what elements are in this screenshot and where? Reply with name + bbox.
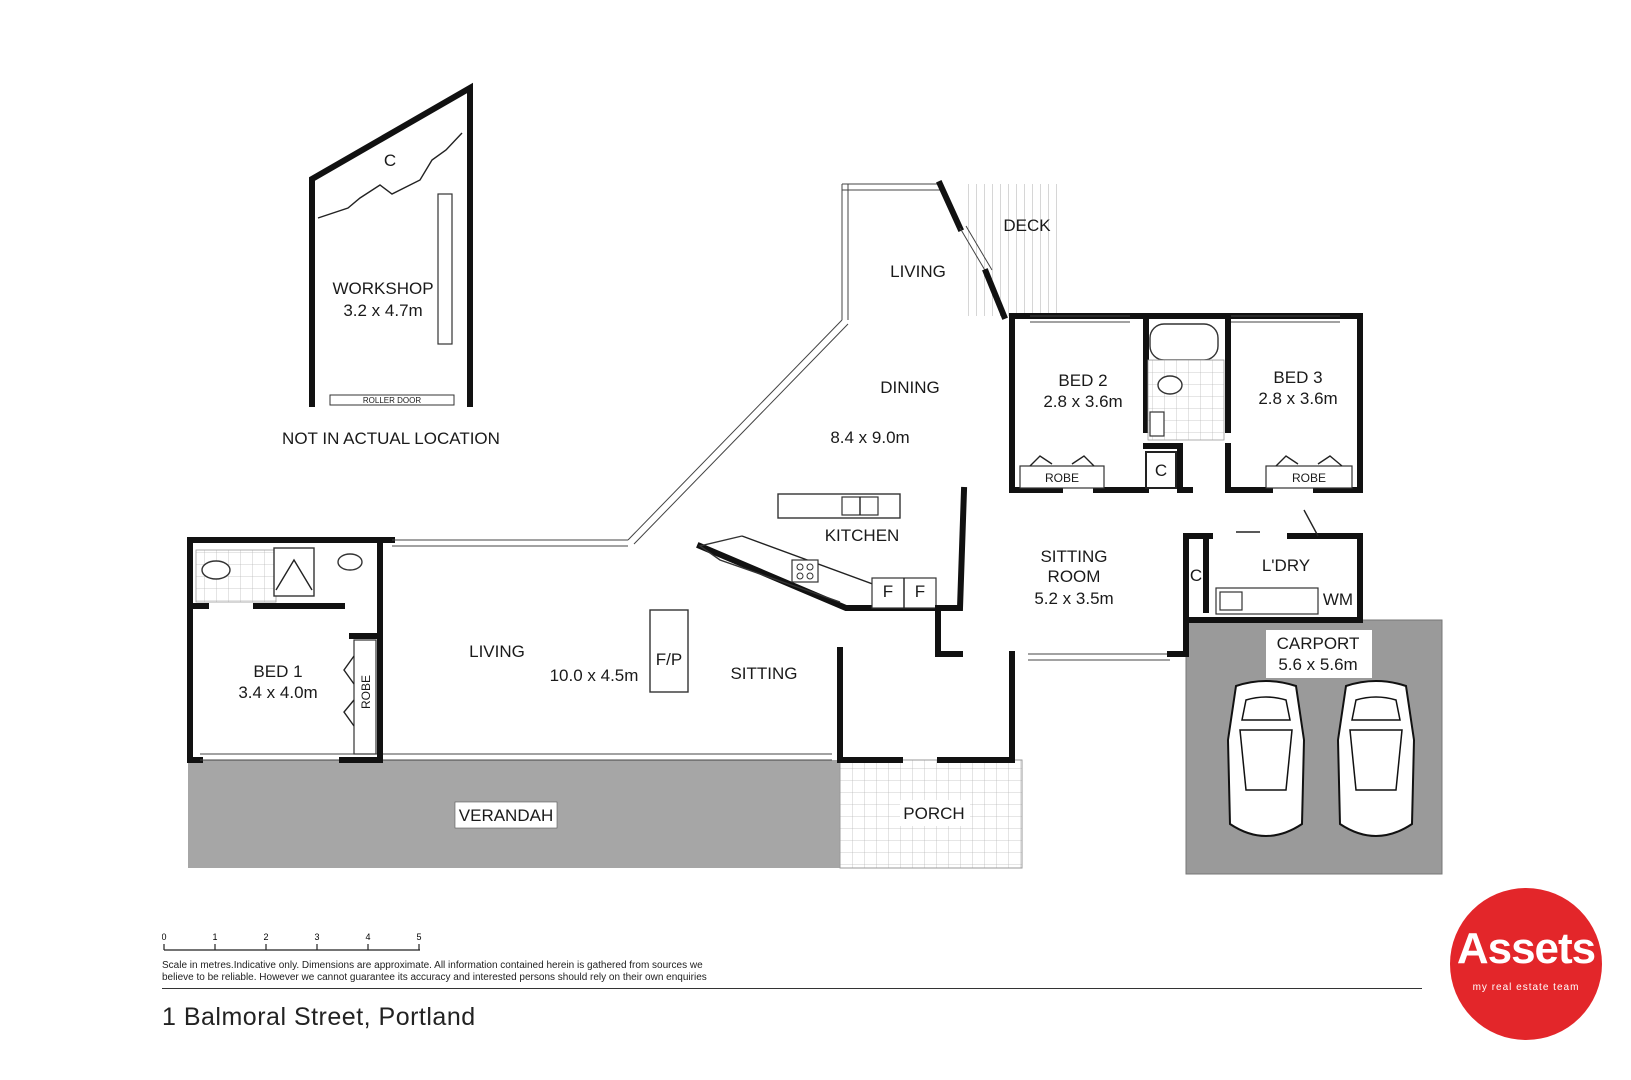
disclaimer-line: Scale in metres.Indicative only. Dimensi… [162,960,703,971]
linen-closet-label: C [1155,461,1167,480]
logo-wordmark: Assets [1456,924,1596,973]
car-icon [1336,680,1416,837]
property-address: 1 Balmoral Street, Portland [162,1003,476,1031]
bed3-size: 2.8 x 3.6m [1258,389,1337,408]
workshop: C WORKSHOP 3.2 x 4.7m ROLLER DOOR [309,82,473,407]
roller-door-label: ROLLER DOOR [363,396,421,405]
fireplace-label: F/P [656,650,682,669]
scale-bar: 0 1 2 3 4 5 [162,932,422,951]
bed3-robe-label: ROBE [1292,471,1326,485]
main-walls [627,180,1363,763]
porch-area [839,759,1023,869]
scale-tick-label: 1 [212,932,217,942]
scale-tick-label: 0 [162,932,167,942]
living-main-label: LIVING [469,642,525,661]
bed2-name: BED 2 [1058,371,1107,390]
fridge-label: F [883,582,893,601]
fridge-label: F [915,582,925,601]
scale-tick-label: 5 [416,932,421,942]
dining-size: 8.4 x 9.0m [830,428,909,447]
assets-logo: Assets my real estate team [1450,888,1602,1040]
workshop-size: 3.2 x 4.7m [343,301,422,320]
bed1-size: 3.4 x 4.0m [238,683,317,702]
sitting-room-label-2: ROOM [1048,567,1101,586]
deck-label: DECK [1003,216,1051,235]
bed3-name: BED 3 [1273,368,1322,387]
sitting-label: SITTING [730,664,797,683]
washing-machine-label: WM [1323,590,1353,609]
car-icon [1226,680,1306,837]
verandah-label: VERANDAH [459,806,553,825]
scale-tick-label: 4 [365,932,370,942]
living-main-size: 10.0 x 4.5m [550,666,639,685]
kitchen-label: KITCHEN [825,526,900,545]
porch-label: PORCH [903,804,964,823]
living-upper-label: LIVING [890,262,946,281]
laundry-closet-label: C [1190,566,1202,585]
bed2-robe-label: ROBE [1045,471,1079,485]
bed2-size: 2.8 x 3.6m [1043,392,1122,411]
workshop-closet-label: C [384,151,396,170]
dining-label: DINING [880,378,940,397]
disclaimer-line: believe to be reliable. However we canno… [162,972,707,983]
carport-name: CARPORT [1277,634,1360,653]
sitting-room-size: 5.2 x 3.5m [1034,589,1113,608]
scale-tick-label: 2 [263,932,268,942]
scale-tick-label: 3 [314,932,319,942]
disclaimer: Scale in metres.Indicative only. Dimensi… [162,960,762,984]
workshop-name: WORKSHOP [332,279,433,298]
sitting-room-label-1: SITTING [1040,547,1107,566]
bed1-name: BED 1 [253,662,302,681]
laundry-label: L'DRY [1262,556,1310,575]
footer-divider [162,988,1422,989]
logo-tagline: my real estate team [1472,982,1580,993]
deck-area [963,184,1063,316]
carport-size: 5.6 x 5.6m [1278,655,1357,674]
bed1-robe-label: ROBE [359,675,373,709]
not-actual-location-note: NOT IN ACTUAL LOCATION [282,429,500,448]
west-wing-walls [187,537,1015,763]
